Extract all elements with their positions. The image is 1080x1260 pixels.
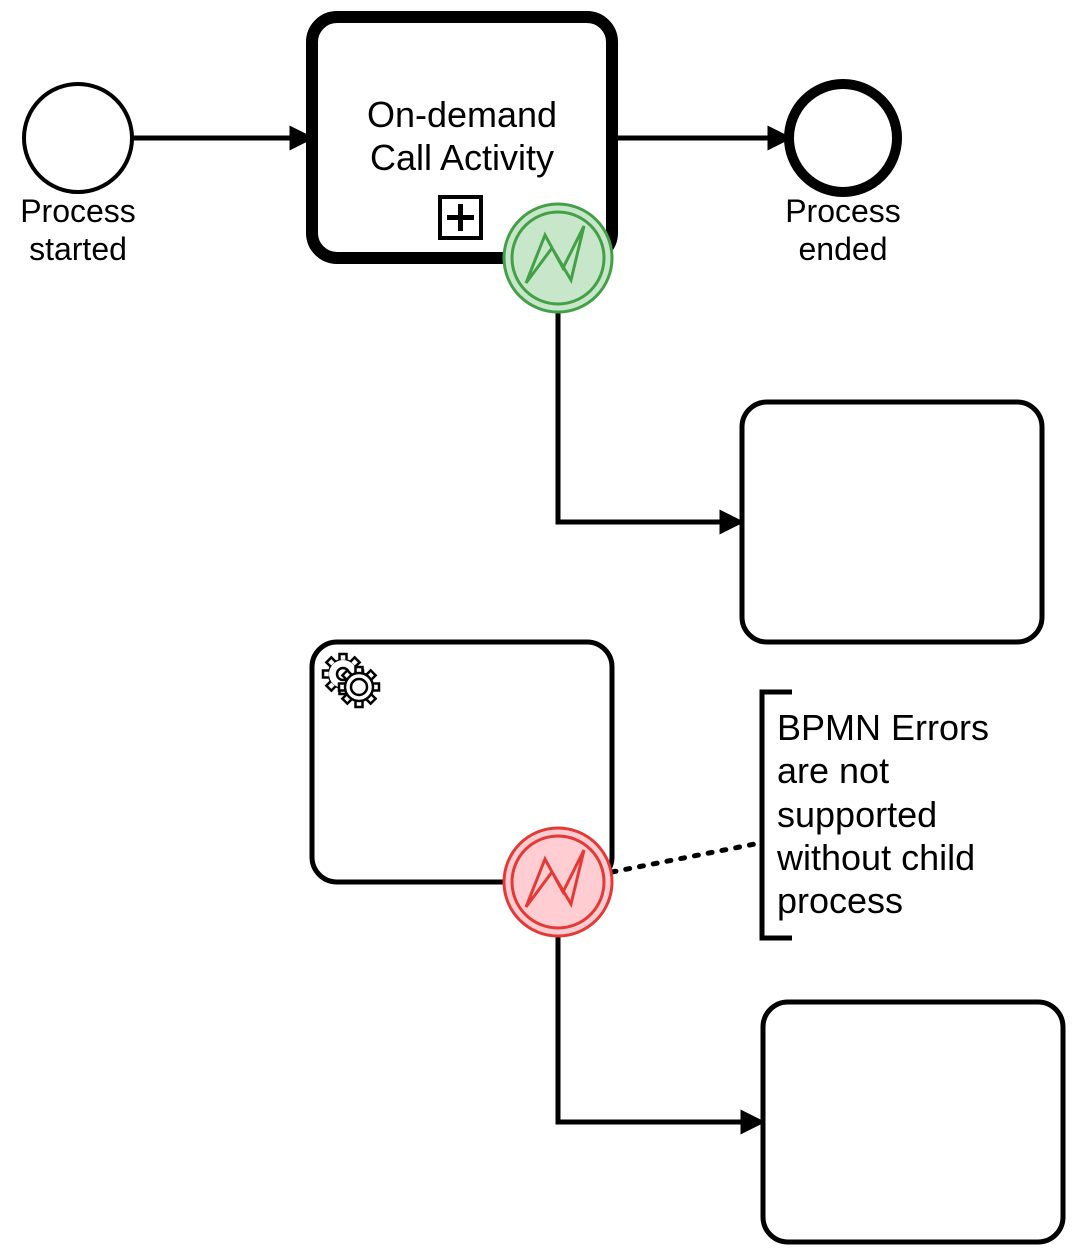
- error-bolt-icon: [524, 849, 586, 908]
- gears-icon: [321, 652, 381, 709]
- call-activity-label-line1: On-demand: [367, 94, 557, 135]
- annotation-line1: BPMN Errors: [777, 707, 989, 748]
- annotation-line4: without child: [776, 837, 975, 878]
- boundary-error-event-failure[interactable]: [502, 826, 614, 938]
- end-event-label-line2: ended: [799, 231, 888, 267]
- flow-success-error-to-task[interactable]: [555, 312, 745, 535]
- annotation-line2: are not: [777, 750, 889, 791]
- annotation-line3: supported: [777, 794, 937, 835]
- annotation-line5: process: [777, 880, 903, 921]
- end-event[interactable]: [784, 79, 902, 197]
- start-event-label-line2: started: [29, 231, 127, 267]
- start-event[interactable]: [22, 82, 134, 194]
- call-activity-label-line2: Call Activity: [370, 137, 554, 178]
- end-event-label-line1: Process: [785, 193, 901, 229]
- service-task[interactable]: [309, 639, 615, 885]
- flow-failure-error-to-task[interactable]: [555, 937, 766, 1135]
- annotation-association[interactable]: [609, 840, 763, 875]
- call-activity[interactable]: [306, 11, 618, 264]
- boundary-error-event-success[interactable]: [502, 202, 614, 314]
- collapsed-subprocess-plus-icon[interactable]: [438, 195, 483, 240]
- error-bolt-icon: [524, 225, 586, 284]
- annotation-bracket[interactable]: [759, 689, 792, 941]
- start-event-label-line1: Process: [20, 193, 136, 229]
- task-upper[interactable]: [739, 399, 1045, 645]
- task-lower[interactable]: [760, 999, 1066, 1245]
